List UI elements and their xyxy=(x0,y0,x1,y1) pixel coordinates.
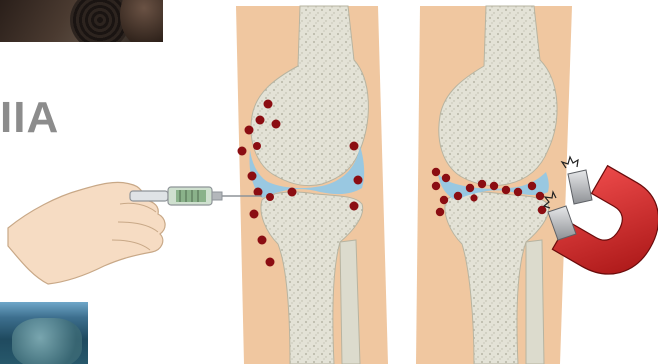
knee-right xyxy=(416,6,572,364)
knee-right-fibula xyxy=(526,240,544,364)
knee-left-fibula xyxy=(340,240,360,364)
knee-left xyxy=(236,6,388,364)
